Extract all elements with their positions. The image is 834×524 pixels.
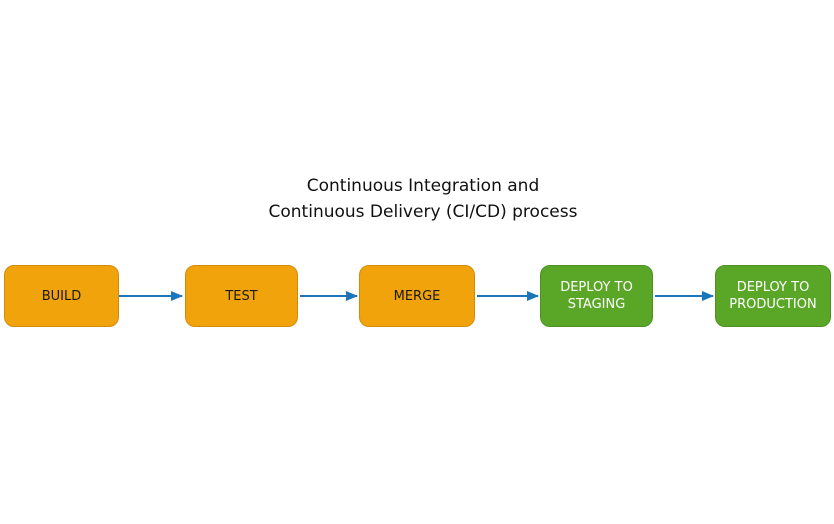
step-box-build: BUILD — [4, 265, 119, 327]
step-label-merge: MERGE — [393, 288, 441, 304]
step-label-deploy-production: DEPLOY TO PRODUCTION — [729, 280, 817, 312]
step-box-test: TEST — [185, 265, 298, 327]
diagram-title-line2: Continuous Delivery (CI/CD) process — [268, 202, 578, 222]
step-label-deploy-staging: DEPLOY TO STAGING — [560, 280, 633, 312]
diagram-title-line1: Continuous Integration and — [306, 176, 540, 196]
step-label-test: TEST — [225, 288, 258, 304]
step-box-merge: MERGE — [359, 265, 475, 327]
step-box-deploy-production: DEPLOY TO PRODUCTION — [715, 265, 831, 327]
step-label-build: BUILD — [41, 288, 82, 304]
step-box-deploy-staging: DEPLOY TO STAGING — [540, 265, 653, 327]
